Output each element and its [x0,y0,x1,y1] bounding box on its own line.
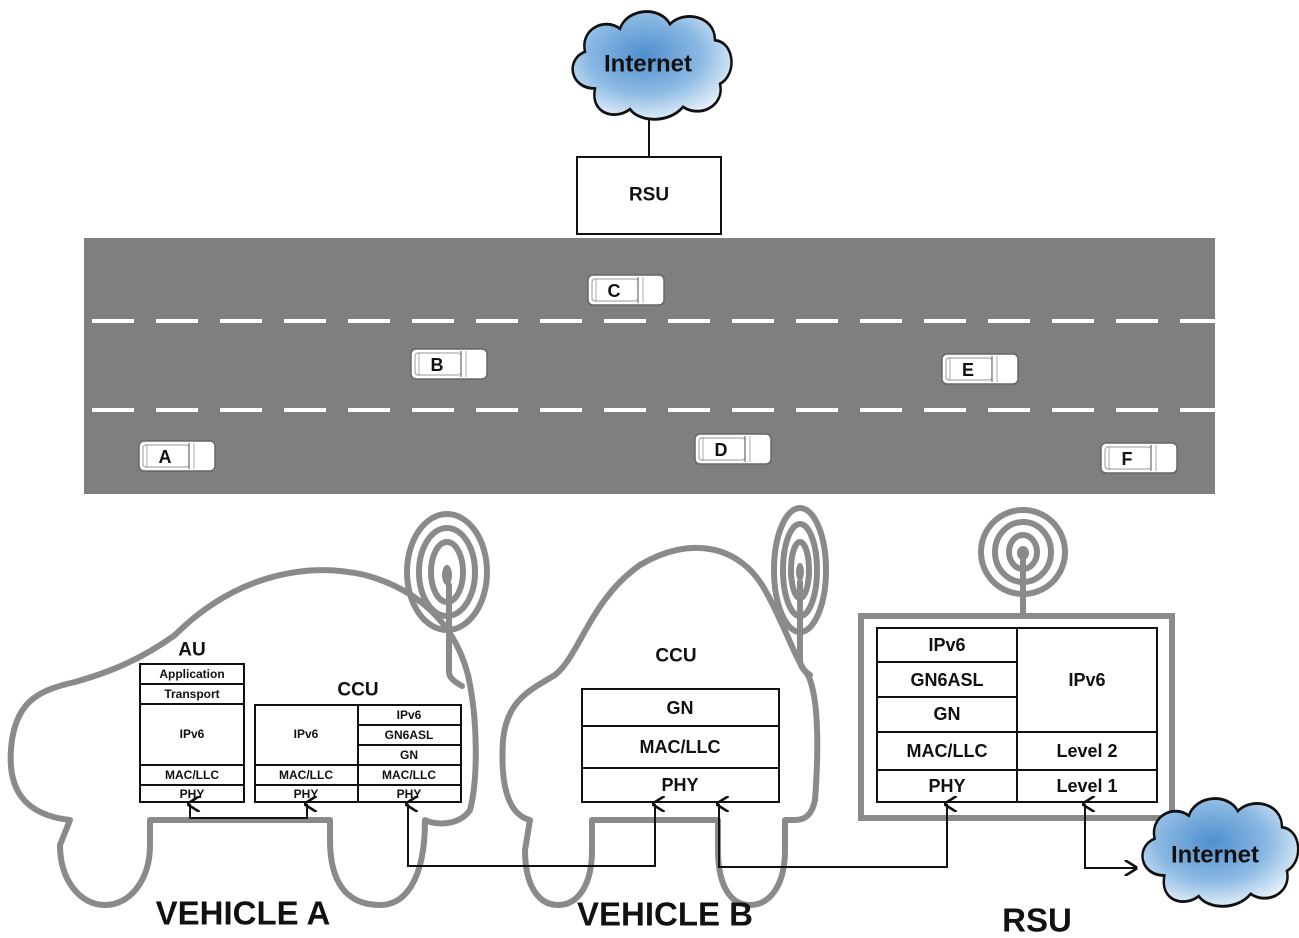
ccu-a-left-phy: PHY [294,787,319,801]
top-cloud-label: Internet [604,51,692,78]
rsu-left-phy: PHY [928,776,965,796]
car-c: C [587,274,665,306]
top-rsu-label: RSU [629,185,669,206]
car-b: B [410,348,488,380]
vehicle-b-outline [499,544,821,908]
top-internet-cloud: Internet [571,10,733,121]
rsu-to-internet-link [1085,804,1136,868]
au-title: AU [178,640,205,661]
vehicle-b-title: VEHICLE B [577,896,753,933]
rsu-left-mac-llc: MAC/LLC [907,741,988,761]
ccu-a-right-mac-llc: MAC/LLC [382,768,436,782]
ccu-a-right-gn: GN [400,748,418,762]
au-layer-phy: PHY [180,787,205,801]
top-rsu-box: RSU [576,156,722,235]
rsu-left-gn6asl: GN6ASL [910,670,983,690]
ccu-a-right-gn6asl: GN6ASL [385,728,434,742]
car-f: F [1100,442,1178,474]
ccu-b-to-rsu-link [719,804,947,868]
rsu-stack: IPv6 GN6ASL GN MAC/LLC PHY IPv6 Level 2 … [876,627,1158,803]
ccu-b-gn: GN [667,698,694,718]
ccu-a-right-phy: PHY [397,787,422,801]
ccu-a-left-ipv6: IPv6 [294,727,319,741]
vehicle-a-ccu-title: CCU [337,680,378,701]
rsu-antenna-icon [978,507,1068,619]
vehicle-a-ccu-stack: CCU IPv6 MAC/LLC PHY IPv6 GN6ASL GN MAC/… [254,680,462,803]
ccu-a-to-ccu-b-link [408,804,655,867]
rsu-left-gn: GN [934,704,961,724]
car-e: E [941,353,1019,385]
vehicle-b-ccu-stack: CCU GN MAC/LLC PHY [581,646,780,803]
vehicle-a-antenna-icon [404,511,490,689]
car-c-label: C [608,281,621,301]
rsu-right-ipv6: IPv6 [1068,670,1105,690]
au-layer-transport: Transport [164,687,219,701]
rsu-right-level2: Level 2 [1056,741,1117,761]
car-b-label: B [431,355,444,375]
car-a-label: A [159,447,172,467]
vehicle-a-title: VEHICLE A [156,895,331,932]
rsu-right-level1: Level 1 [1056,776,1117,796]
au-layer-mac-llc: MAC/LLC [165,768,219,782]
vehicle-a-outline [7,567,479,908]
au-layer-ipv6: IPv6 [180,727,205,741]
car-e-label: E [962,360,974,380]
au-layer-application: Application [159,667,224,681]
car-a: A [138,440,216,472]
vehicle-b-antenna-icon [771,505,829,678]
car-d-label: D [715,440,728,460]
rsu-left-ipv6: IPv6 [928,635,965,655]
car-f-label: F [1122,449,1133,469]
car-d: D [694,433,772,465]
rsu-cloud-label: Internet [1171,842,1259,869]
au-ccu-link [190,804,307,819]
ccu-a-right-ipv6: IPv6 [397,708,422,722]
ccu-b-phy: PHY [661,775,698,795]
ccu-a-left-mac-llc: MAC/LLC [279,768,333,782]
rsu-internet-cloud: Internet [1141,797,1299,908]
vehicle-b-ccu-title: CCU [655,646,696,667]
rsu-outer-frame [858,613,1175,821]
rsu-title: RSU [1002,902,1072,938]
vehicle-a-au-stack: AU Application Transport IPv6 MAC/LLC PH… [139,640,245,803]
ccu-b-mac-llc: MAC/LLC [640,737,721,757]
